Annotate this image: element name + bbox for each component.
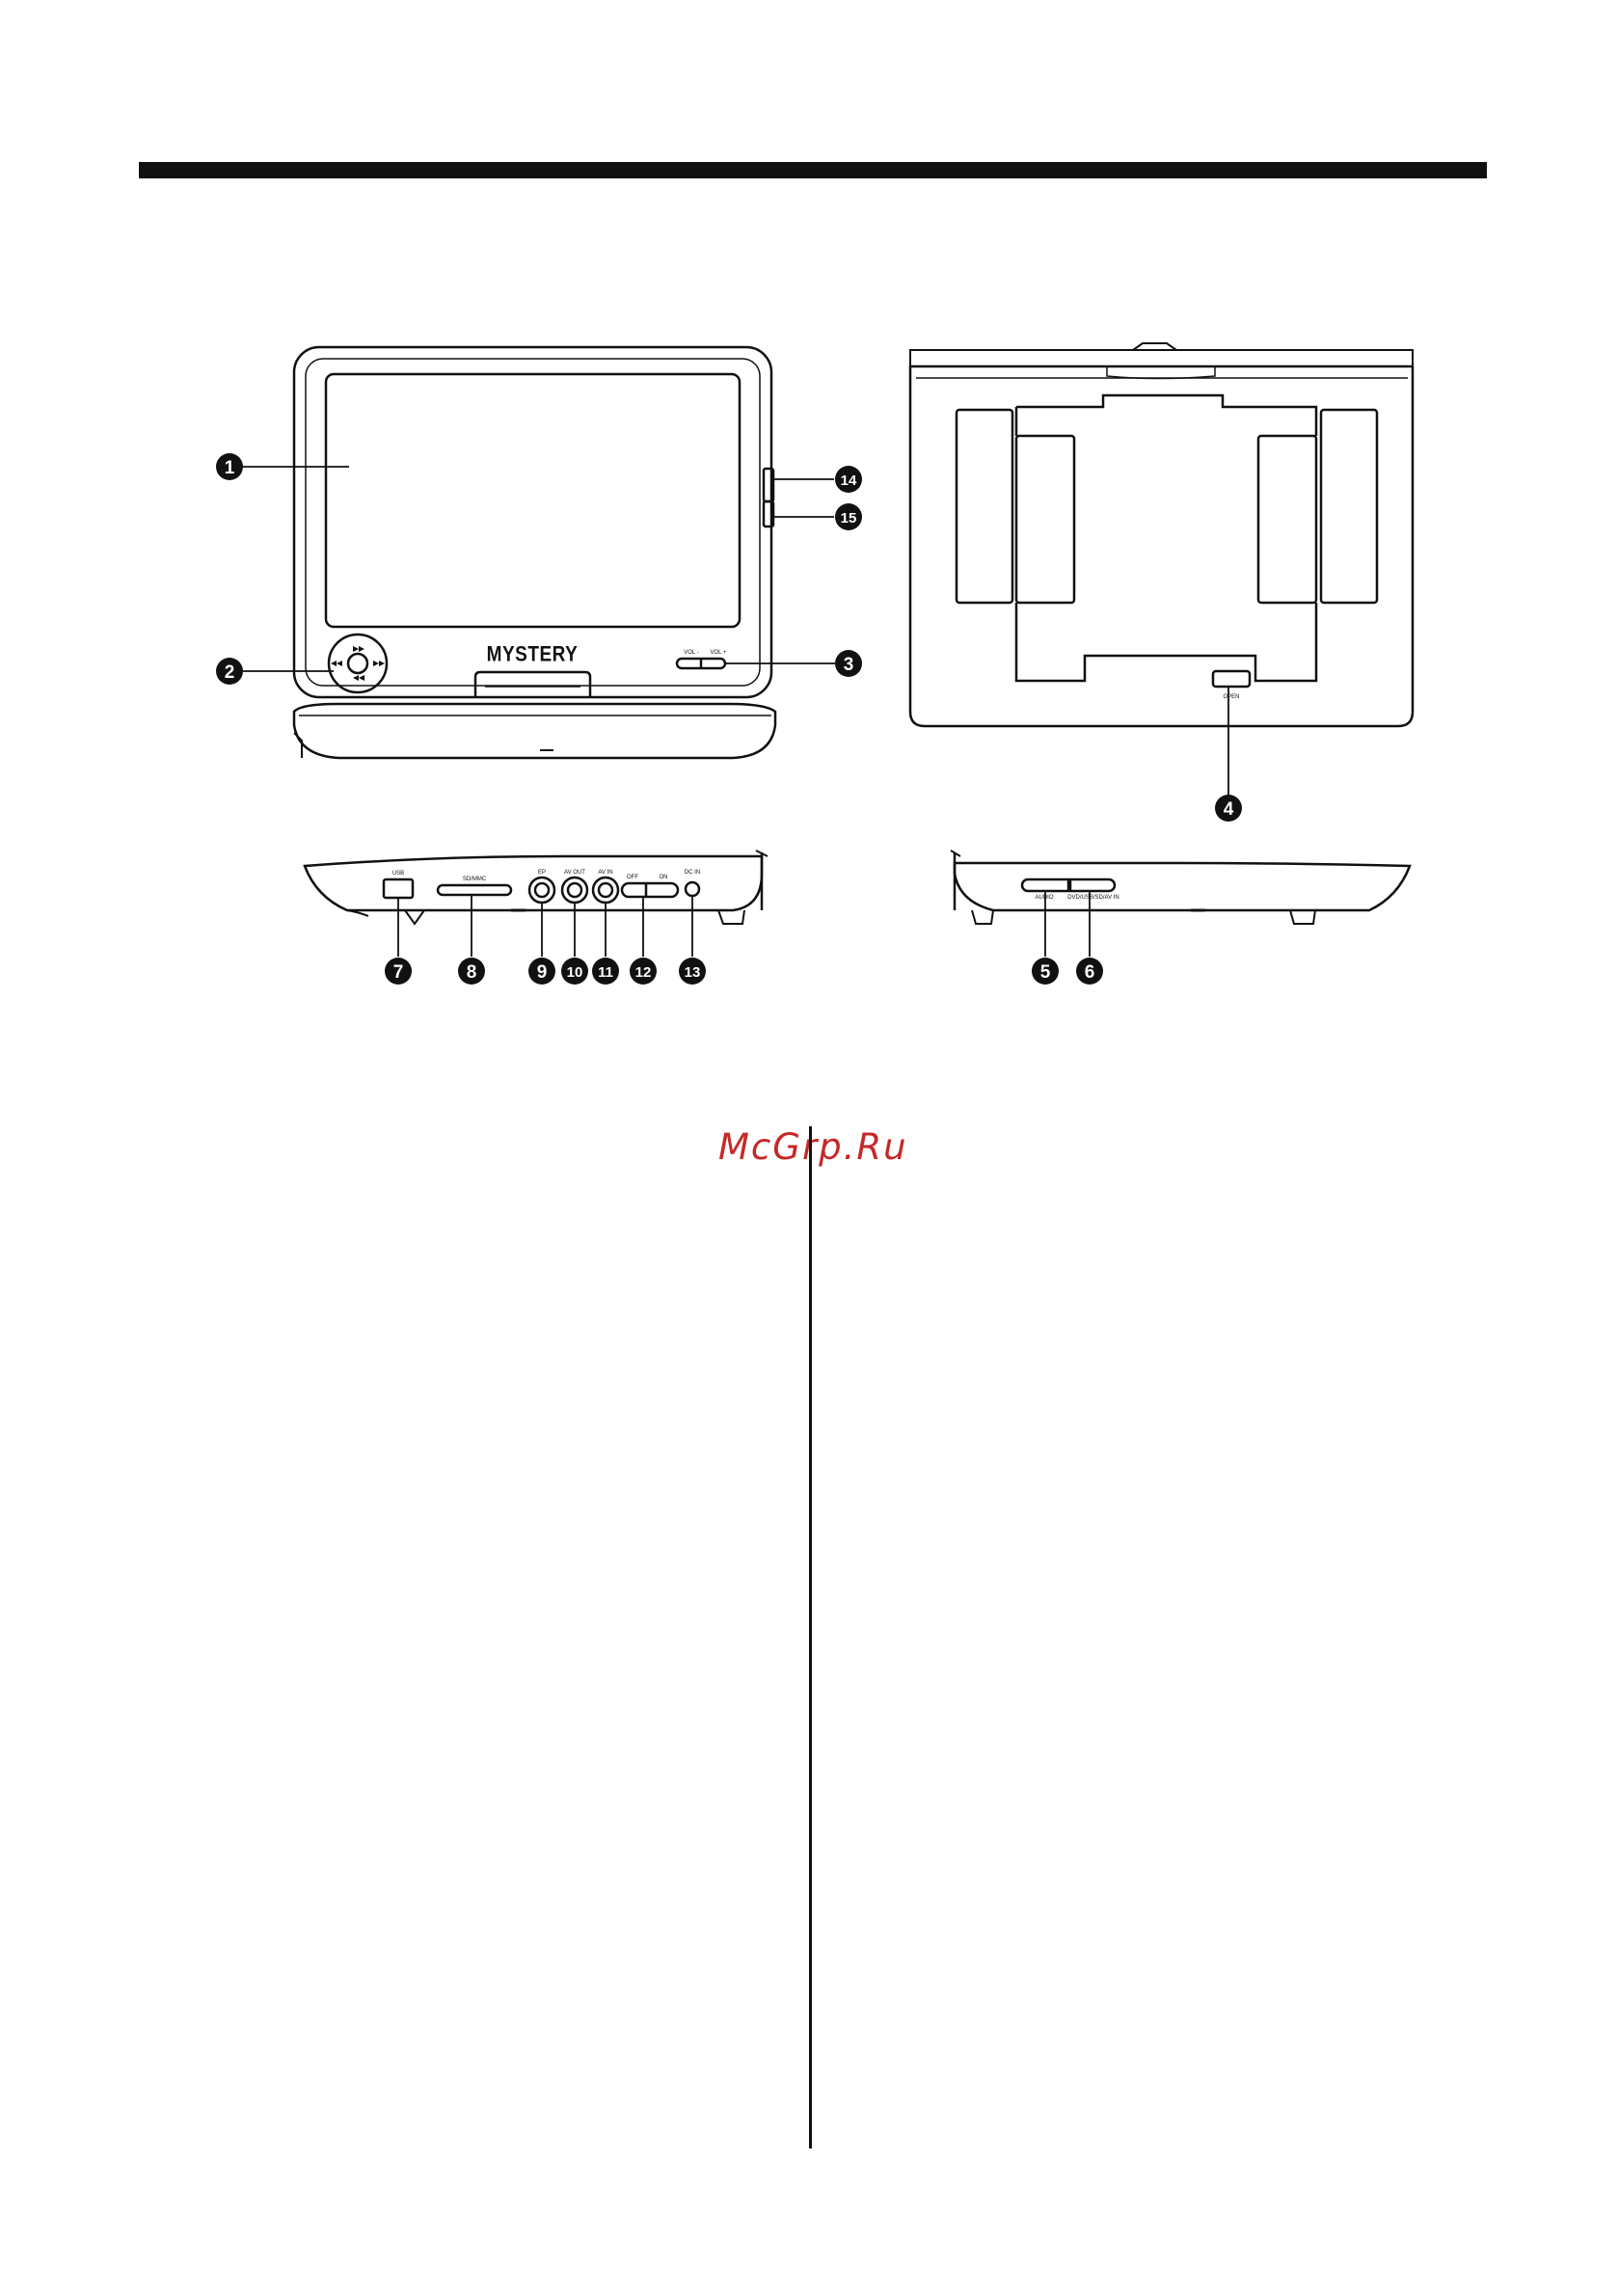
front-bezel-inner [306,359,760,686]
vol-minus-label: VOL - [684,650,698,656]
callout-13: 13 [679,958,706,985]
svg-text:8: 8 [467,962,477,983]
device-diagram: MYSTERY VOL - VOL + OPEN USB SD/MMC EP A… [0,0,1618,1022]
svg-text:14: 14 [841,473,857,489]
brand-logo: MYSTERY [487,642,579,666]
on-label: ON [660,875,668,880]
open-latch [1213,671,1250,687]
callout-12: 12 [630,958,657,985]
svg-text:1: 1 [225,458,235,478]
callout-5: 5 [1032,958,1059,985]
dc-in-label: DC IN [685,870,700,876]
back-cover [910,366,1413,726]
back-top-edge [910,350,1413,366]
front-view [294,347,775,758]
svg-text:12: 12 [635,964,652,981]
earphone-jack [529,878,554,903]
callout-8: 8 [458,958,485,985]
nav-arrows [331,646,385,681]
svg-text:9: 9 [537,962,548,983]
av-out-jack [562,878,587,903]
av-out-label: AV OUT [564,870,585,876]
speaker-left-outer [957,410,1012,603]
svg-text:3: 3 [844,655,854,675]
back-view [910,343,1413,726]
av-in-jack [593,878,618,903]
callout-10: 10 [561,958,588,985]
svg-text:10: 10 [567,964,583,981]
side-view-right [951,851,1410,924]
vol-plus-label: VOL + [711,650,727,656]
speaker-left-inner [1016,436,1074,603]
svg-text:2: 2 [225,662,235,683]
callout-14: 14 [835,466,862,493]
svg-text:5: 5 [1040,962,1051,983]
svg-text:15: 15 [841,510,857,527]
callout-4: 4 [1215,795,1242,822]
sd-slot [438,885,511,895]
usb-label: USB [392,871,404,877]
input-select-label: DVD/USB/SD/AV IN [1067,895,1119,901]
callout-15: 15 [835,503,862,530]
enter-button [348,654,367,673]
callout-3: 3 [835,650,862,677]
svg-text:6: 6 [1085,962,1095,983]
side-view-left [305,851,768,924]
off-label: OFF [627,875,638,880]
speaker-right-inner [1258,436,1316,603]
av-in-label: AV IN [598,870,612,876]
callout-6: 6 [1076,958,1103,985]
svg-text:11: 11 [598,964,613,981]
speaker-right-outer [1321,410,1377,603]
callout-7: 7 [385,958,412,985]
svg-text:4: 4 [1224,799,1234,820]
screen [326,374,740,627]
svg-text:13: 13 [685,964,701,981]
column-divider [809,1126,812,2148]
hinge [475,672,590,697]
dc-in-jack [686,882,699,896]
leader-lines [243,467,1228,957]
stand-plate [1016,395,1316,681]
earphone-label: EP [538,870,546,876]
open-label: OPEN [1223,694,1239,700]
watermark: McGrp.Ru [718,1126,911,1175]
power-switch [622,883,678,897]
callout-9: 9 [528,958,555,985]
usb-port [384,879,413,898]
svg-text:7: 7 [393,962,404,983]
callout-11: 11 [592,958,619,985]
audio-label: AUDIO [1035,895,1053,901]
front-base [294,704,775,758]
callout-2: 2 [216,658,243,685]
callout-1: 1 [216,453,243,480]
sd-mmc-label: SD/MMC [463,877,487,882]
